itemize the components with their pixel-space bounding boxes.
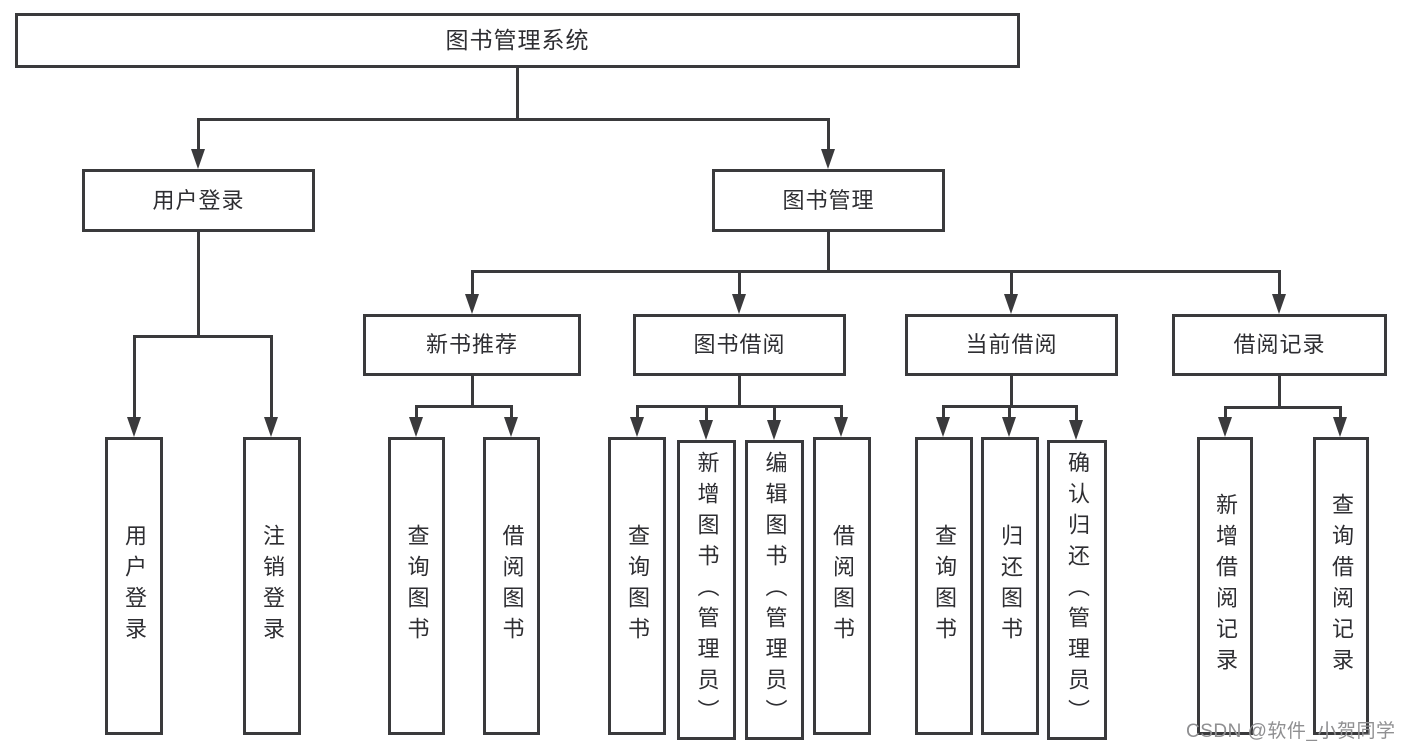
arrow-down-icon bbox=[127, 417, 141, 437]
leaf-recommend-borrow-books: 借阅图书 bbox=[483, 437, 540, 735]
leaf-borrowing-borrow-books: 借阅图书 bbox=[813, 437, 871, 735]
leaf-borrowing-edit-books-admin: 编辑图书（管理员） bbox=[745, 440, 804, 740]
node-label: 归还图书 bbox=[998, 524, 1023, 648]
connector bbox=[270, 335, 273, 419]
connector bbox=[840, 405, 843, 419]
node-label: 借阅图书 bbox=[830, 524, 855, 648]
connector bbox=[1339, 406, 1342, 419]
node-label: 图书管理 bbox=[782, 187, 875, 213]
node-label: 查询图书 bbox=[625, 524, 650, 648]
connector bbox=[510, 405, 513, 419]
node-label: 查询图书 bbox=[404, 524, 430, 648]
arrow-down-icon bbox=[936, 417, 950, 437]
node-label: 查询借阅记录 bbox=[1329, 493, 1354, 679]
connector bbox=[197, 118, 830, 121]
connector bbox=[1008, 405, 1011, 419]
arrow-down-icon bbox=[767, 420, 781, 440]
connector bbox=[1278, 376, 1281, 409]
arrow-down-icon bbox=[630, 417, 644, 437]
leaf-records-query-record: 查询借阅记录 bbox=[1313, 437, 1369, 735]
arrow-down-icon bbox=[1002, 417, 1016, 437]
node-label: 注销登录 bbox=[260, 524, 285, 648]
connector bbox=[197, 232, 200, 338]
arrow-down-icon bbox=[264, 417, 278, 437]
leaf-current-query-books: 查询图书 bbox=[915, 437, 973, 735]
arrow-down-icon bbox=[409, 417, 423, 437]
node-label: 确认归还（管理员） bbox=[1065, 450, 1090, 730]
node-library-system: 图书管理系统 bbox=[15, 13, 1020, 68]
node-new-book-recommend: 新书推荐 bbox=[363, 314, 581, 376]
arrow-down-icon bbox=[1272, 294, 1286, 314]
connector bbox=[1075, 405, 1078, 422]
leaf-current-return-books: 归还图书 bbox=[981, 437, 1039, 735]
arrow-down-icon bbox=[821, 149, 835, 169]
connector bbox=[516, 68, 519, 120]
connector bbox=[1010, 270, 1013, 296]
connector bbox=[738, 376, 741, 408]
connector bbox=[1010, 376, 1013, 408]
arrow-down-icon bbox=[834, 417, 848, 437]
node-label: 新书推荐 bbox=[425, 332, 518, 357]
node-label: 当前借阅 bbox=[965, 332, 1058, 357]
connector bbox=[1224, 406, 1227, 419]
connector bbox=[636, 405, 842, 408]
connector bbox=[471, 376, 474, 408]
arrow-down-icon bbox=[191, 149, 205, 169]
node-book-management: 图书管理 bbox=[712, 169, 945, 232]
arrow-down-icon bbox=[732, 294, 746, 314]
node-label: 图书借阅 bbox=[693, 332, 786, 357]
connector bbox=[705, 405, 708, 422]
leaf-current-confirm-return-admin: 确认归还（管理员） bbox=[1047, 440, 1107, 740]
node-label: 查询图书 bbox=[932, 524, 957, 648]
connector bbox=[942, 405, 945, 419]
connector bbox=[133, 335, 136, 419]
connector bbox=[415, 405, 512, 408]
leaf-borrowing-query-books: 查询图书 bbox=[608, 437, 666, 735]
node-current-borrowing: 当前借阅 bbox=[905, 314, 1118, 376]
connector bbox=[827, 118, 830, 152]
arrow-down-icon bbox=[699, 420, 713, 440]
connector bbox=[1224, 406, 1342, 409]
node-book-borrowing: 图书借阅 bbox=[633, 314, 846, 376]
connector bbox=[133, 335, 273, 338]
node-borrow-records: 借阅记录 bbox=[1172, 314, 1387, 376]
connector bbox=[471, 270, 1281, 273]
connector bbox=[1278, 270, 1281, 296]
node-user-login: 用户登录 bbox=[82, 169, 315, 232]
node-label: 借阅图书 bbox=[499, 524, 525, 648]
connector bbox=[773, 405, 776, 422]
node-label: 借阅记录 bbox=[1233, 332, 1326, 357]
arrow-down-icon bbox=[504, 417, 518, 437]
arrow-down-icon bbox=[1004, 294, 1018, 314]
node-label: 图书管理系统 bbox=[445, 27, 590, 53]
connector bbox=[636, 405, 639, 419]
leaf-borrowing-add-books-admin: 新增图书（管理员） bbox=[677, 440, 736, 740]
leaf-user-login: 用户登录 bbox=[105, 437, 163, 735]
connector bbox=[827, 232, 830, 273]
connector bbox=[197, 118, 200, 152]
arrow-down-icon bbox=[1218, 417, 1232, 437]
node-label: 用户登录 bbox=[152, 187, 245, 213]
node-label: 新增图书（管理员） bbox=[694, 450, 720, 730]
connector bbox=[415, 405, 418, 419]
arrow-down-icon bbox=[1069, 420, 1083, 440]
leaf-records-add-record: 新增借阅记录 bbox=[1197, 437, 1253, 735]
connector bbox=[471, 270, 474, 296]
leaf-logout-login: 注销登录 bbox=[243, 437, 301, 735]
watermark: CSDN @软件_小贺同学 bbox=[1186, 721, 1396, 742]
arrow-down-icon bbox=[465, 294, 479, 314]
leaf-recommend-query-books: 查询图书 bbox=[388, 437, 445, 735]
arrow-down-icon bbox=[1333, 417, 1347, 437]
node-label: 新增借阅记录 bbox=[1213, 493, 1238, 679]
connector bbox=[738, 270, 741, 296]
node-label: 编辑图书（管理员） bbox=[762, 450, 788, 730]
node-label: 用户登录 bbox=[122, 524, 147, 648]
